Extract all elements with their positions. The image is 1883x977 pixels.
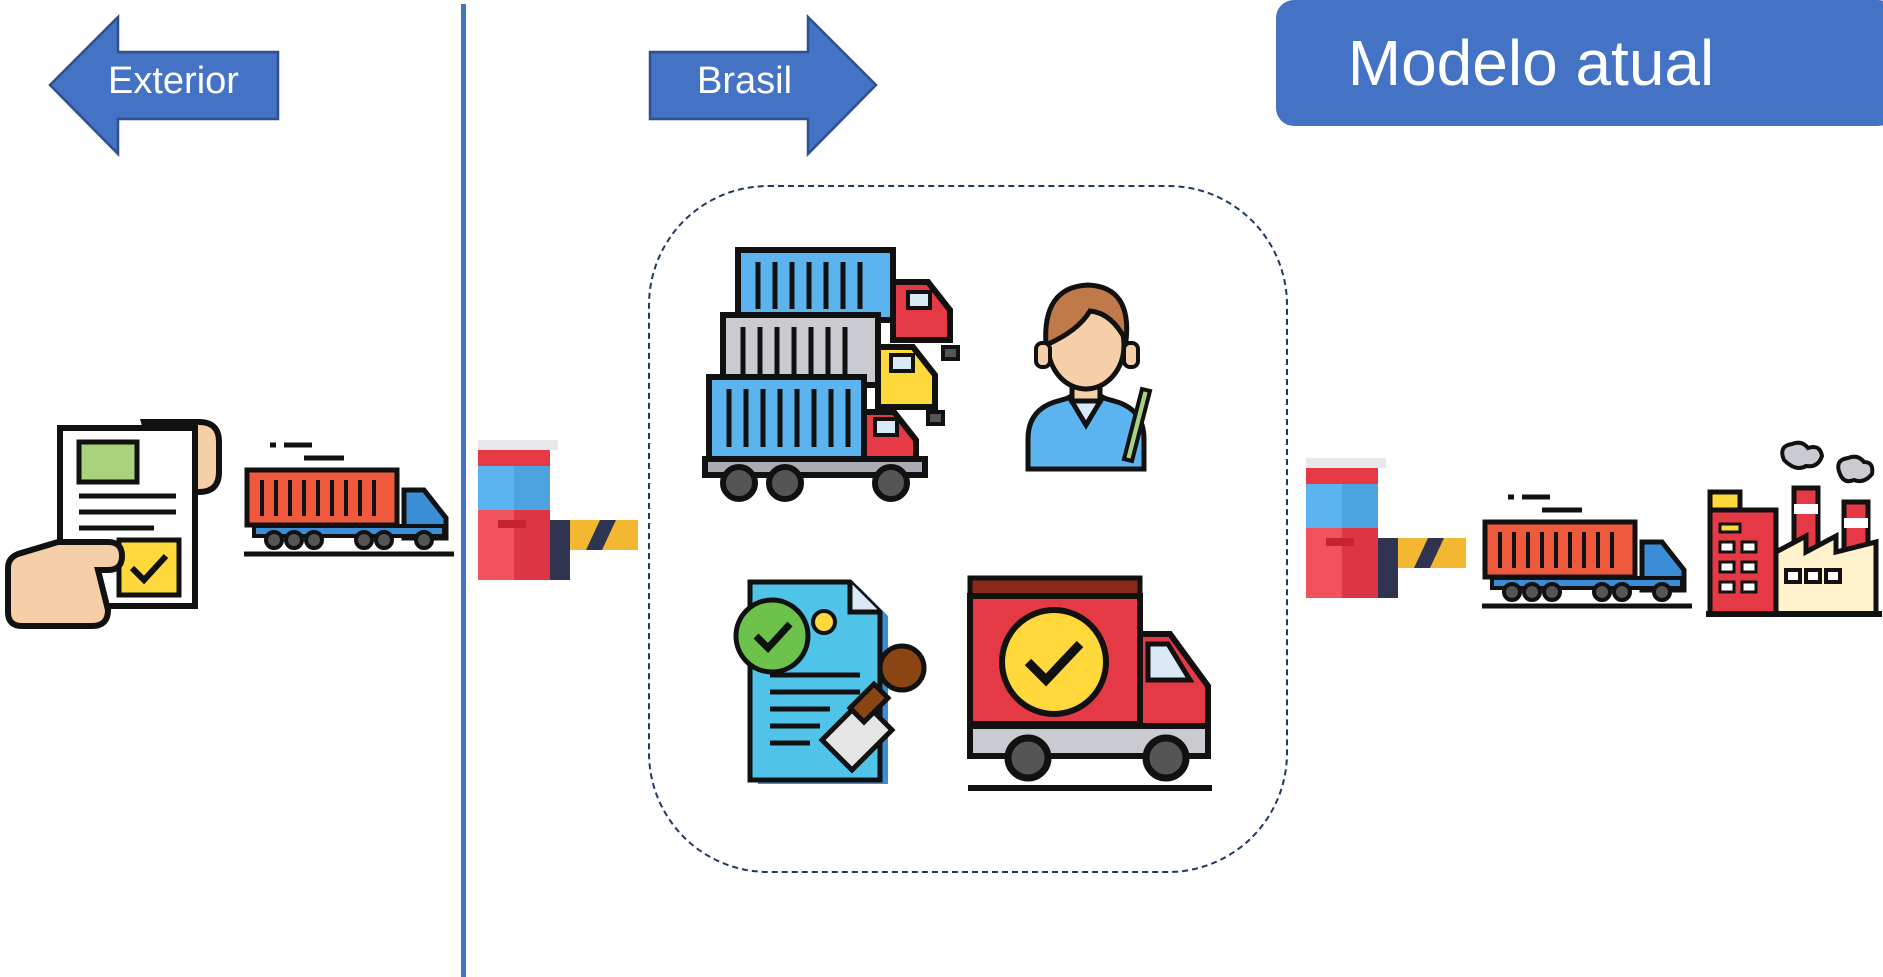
customs-process-region (648, 185, 1288, 873)
container-trucks-fleet-icon (702, 247, 960, 502)
title-banner: Modelo atual (1276, 0, 1883, 126)
document-handover-icon (5, 419, 222, 629)
exterior-label: Exterior (108, 60, 239, 102)
brasil-arrow (648, 13, 878, 158)
container-truck-icon (1482, 494, 1692, 609)
page-title: Modelo atual (1347, 27, 1715, 99)
border-divider (461, 4, 466, 977)
toll-barrier-icon (1306, 458, 1466, 598)
approved-delivery-truck-icon (967, 575, 1212, 791)
customs-agent-icon (1025, 282, 1153, 472)
exterior-arrow (48, 13, 280, 158)
container-truck-icon (244, 442, 454, 557)
toll-barrier-icon (478, 440, 638, 580)
brasil-label: Brasil (697, 60, 793, 102)
factory-icon (1706, 440, 1882, 617)
approved-document-stamp-icon (733, 579, 927, 784)
